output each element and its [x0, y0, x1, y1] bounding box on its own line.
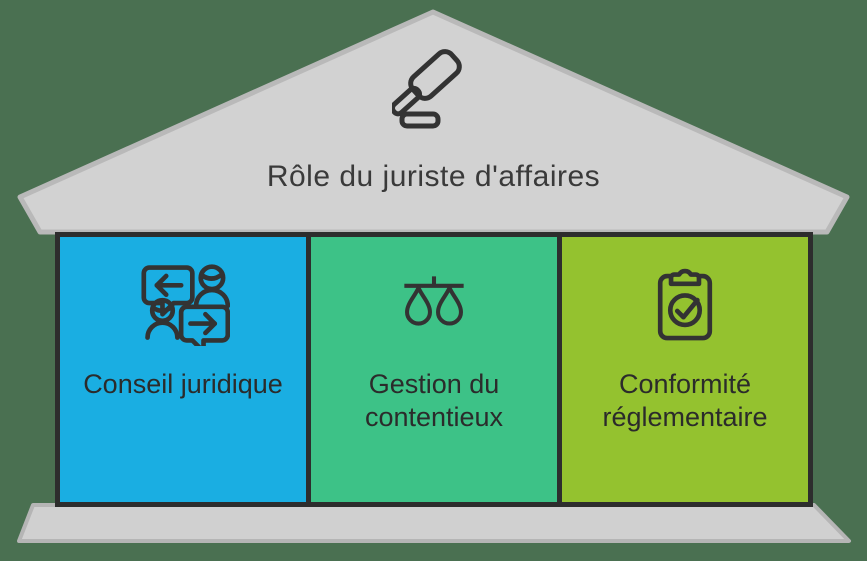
pillar-label: Conformité réglementaire	[602, 369, 768, 432]
scales-icon	[311, 259, 557, 349]
pillars-row: Conseil juridique Gestion du contentieux	[55, 232, 813, 507]
gavel-icon	[392, 49, 462, 129]
base-shape	[17, 503, 851, 543]
page-title: Rôle du juriste d'affaires	[266, 160, 601, 193]
pillar-gestion-contentieux: Gestion du contentieux	[311, 237, 557, 502]
pillar-label: Conseil juridique	[83, 369, 283, 399]
conversation-icon	[60, 259, 306, 349]
clipboard-check-icon	[562, 259, 808, 349]
pillar-label: Gestion du contentieux	[364, 369, 504, 432]
pillar-conseil-juridique: Conseil juridique	[60, 237, 306, 502]
pillar-conformite-reglementaire: Conformité réglementaire	[562, 237, 808, 502]
